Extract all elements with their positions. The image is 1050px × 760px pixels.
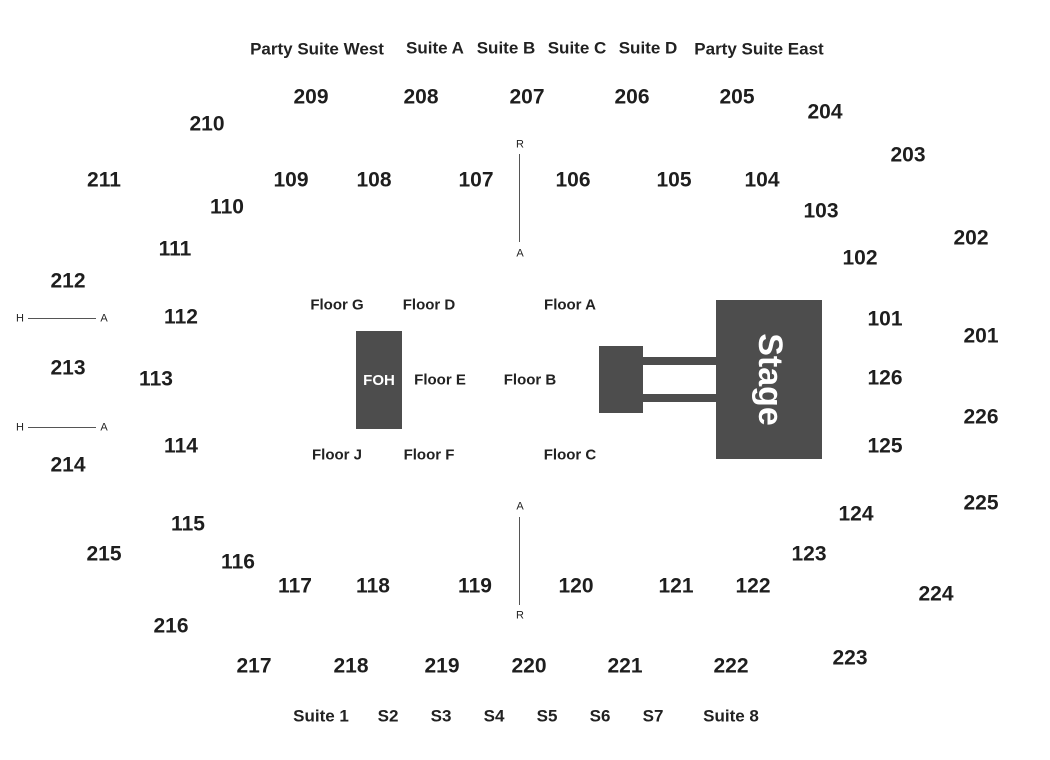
section-207[interactable]: 207 — [509, 85, 545, 109]
section-102[interactable]: 102 — [842, 246, 878, 270]
section-219[interactable]: 219 — [424, 654, 460, 678]
floor-j[interactable]: Floor J — [311, 446, 363, 464]
aisle-bottom-line — [519, 517, 520, 605]
section-201[interactable]: 201 — [963, 324, 999, 348]
section-213[interactable]: 213 — [50, 356, 86, 380]
suite-s7[interactable]: S7 — [642, 706, 664, 726]
section-208[interactable]: 208 — [403, 85, 439, 109]
suite-party-east[interactable]: Party Suite East — [694, 39, 824, 59]
foh-label: FOH — [363, 371, 395, 389]
section-202[interactable]: 202 — [953, 226, 989, 250]
suite-s3[interactable]: S3 — [430, 706, 452, 726]
section-211[interactable]: 211 — [87, 168, 121, 192]
aisle-left-lower-line — [28, 427, 96, 428]
floor-d[interactable]: Floor D — [402, 296, 456, 314]
section-205[interactable]: 205 — [719, 85, 755, 109]
section-106[interactable]: 106 — [555, 168, 591, 192]
section-107[interactable]: 107 — [458, 168, 494, 192]
aisle-top-end-marker: A — [516, 247, 524, 260]
section-221[interactable]: 221 — [607, 654, 643, 678]
section-126[interactable]: 126 — [867, 366, 903, 390]
section-222[interactable]: 222 — [713, 654, 749, 678]
aisle-bottom-start-marker: A — [516, 500, 524, 513]
section-214[interactable]: 214 — [50, 453, 86, 477]
section-224[interactable]: 224 — [918, 582, 954, 606]
section-218[interactable]: 218 — [333, 654, 369, 678]
section-116[interactable]: 116 — [221, 550, 255, 574]
section-110[interactable]: 110 — [210, 195, 244, 219]
section-223[interactable]: 223 — [832, 646, 868, 670]
section-123[interactable]: 123 — [791, 542, 827, 566]
section-225[interactable]: 225 — [963, 491, 999, 515]
section-121[interactable]: 121 — [658, 574, 694, 598]
suite-c[interactable]: Suite C — [547, 38, 607, 58]
section-104[interactable]: 104 — [744, 168, 780, 192]
section-122[interactable]: 122 — [735, 574, 771, 598]
section-226[interactable]: 226 — [963, 405, 999, 429]
aisle-bottom-end-marker: R — [516, 609, 524, 622]
section-210[interactable]: 210 — [189, 112, 225, 136]
section-215[interactable]: 215 — [86, 542, 122, 566]
section-111[interactable]: 111 — [158, 237, 192, 261]
section-204[interactable]: 204 — [807, 100, 843, 124]
suite-party-west[interactable]: Party Suite West — [250, 39, 384, 59]
suite-b[interactable]: Suite B — [476, 38, 536, 58]
aisle-left-upper-end-marker: A — [100, 312, 108, 325]
thrust-platform — [599, 346, 643, 413]
section-220[interactable]: 220 — [511, 654, 547, 678]
floor-b[interactable]: Floor B — [503, 371, 557, 389]
section-112[interactable]: 112 — [164, 305, 198, 329]
stage: Stage — [716, 300, 822, 459]
aisle-top-start-marker: R — [516, 138, 524, 151]
aisle-left-lower-start-marker: H — [16, 421, 24, 434]
suite-s4[interactable]: S4 — [483, 706, 505, 726]
section-120[interactable]: 120 — [558, 574, 594, 598]
foh-booth: FOH — [356, 331, 402, 429]
section-113[interactable]: 113 — [139, 367, 173, 391]
suite-d[interactable]: Suite D — [618, 38, 678, 58]
aisle-left-upper-start-marker: H — [16, 312, 24, 325]
section-118[interactable]: 118 — [356, 574, 390, 598]
section-216[interactable]: 216 — [153, 614, 189, 638]
section-206[interactable]: 206 — [614, 85, 650, 109]
section-119[interactable]: 119 — [458, 574, 492, 598]
section-212[interactable]: 212 — [50, 269, 86, 293]
section-114[interactable]: 114 — [164, 434, 198, 458]
section-105[interactable]: 105 — [656, 168, 692, 192]
suite-s2[interactable]: S2 — [377, 706, 399, 726]
suite-s6[interactable]: S6 — [589, 706, 611, 726]
section-124[interactable]: 124 — [838, 502, 874, 526]
suite-8[interactable]: Suite 8 — [703, 706, 759, 726]
section-109[interactable]: 109 — [273, 168, 309, 192]
catwalk-bottom — [641, 394, 719, 402]
aisle-top-line — [519, 154, 520, 242]
section-103[interactable]: 103 — [803, 199, 839, 223]
section-115[interactable]: 115 — [171, 512, 205, 536]
suite-1[interactable]: Suite 1 — [293, 706, 349, 726]
section-203[interactable]: 203 — [890, 143, 926, 167]
floor-c[interactable]: Floor C — [543, 446, 597, 464]
aisle-left-lower-end-marker: A — [100, 421, 108, 434]
floor-g[interactable]: Floor G — [310, 296, 364, 314]
aisle-left-upper-line — [28, 318, 96, 319]
catwalk-top — [641, 357, 719, 365]
section-209[interactable]: 209 — [293, 85, 329, 109]
suite-a[interactable]: Suite A — [406, 38, 464, 58]
suite-s5[interactable]: S5 — [536, 706, 558, 726]
section-101[interactable]: 101 — [867, 307, 903, 331]
stage-label: Stage — [750, 333, 789, 426]
floor-f[interactable]: Floor F — [403, 446, 455, 464]
floor-a[interactable]: Floor A — [544, 296, 596, 314]
section-117[interactable]: 117 — [278, 574, 312, 598]
floor-e[interactable]: Floor E — [414, 371, 466, 389]
section-108[interactable]: 108 — [356, 168, 392, 192]
section-125[interactable]: 125 — [867, 434, 903, 458]
section-217[interactable]: 217 — [236, 654, 272, 678]
